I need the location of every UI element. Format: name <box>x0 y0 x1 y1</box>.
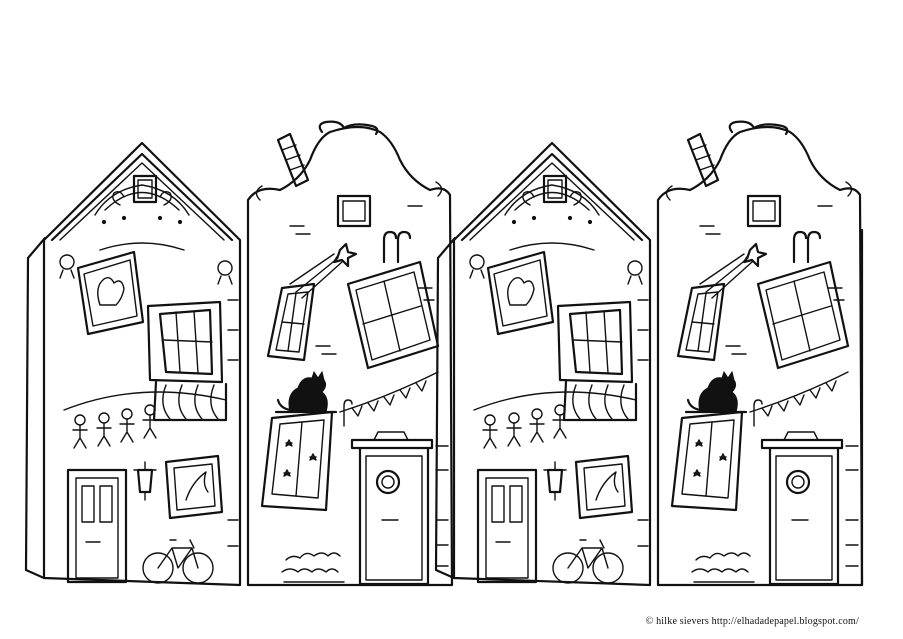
house-bell-gable-1 <box>246 120 454 587</box>
house-gabled-2 <box>434 141 652 587</box>
house-gabled-1 <box>24 141 242 587</box>
credit-line: © hilke sievers http://elhadadepapel.blo… <box>645 616 859 627</box>
house-bell-gable-2 <box>656 120 864 587</box>
